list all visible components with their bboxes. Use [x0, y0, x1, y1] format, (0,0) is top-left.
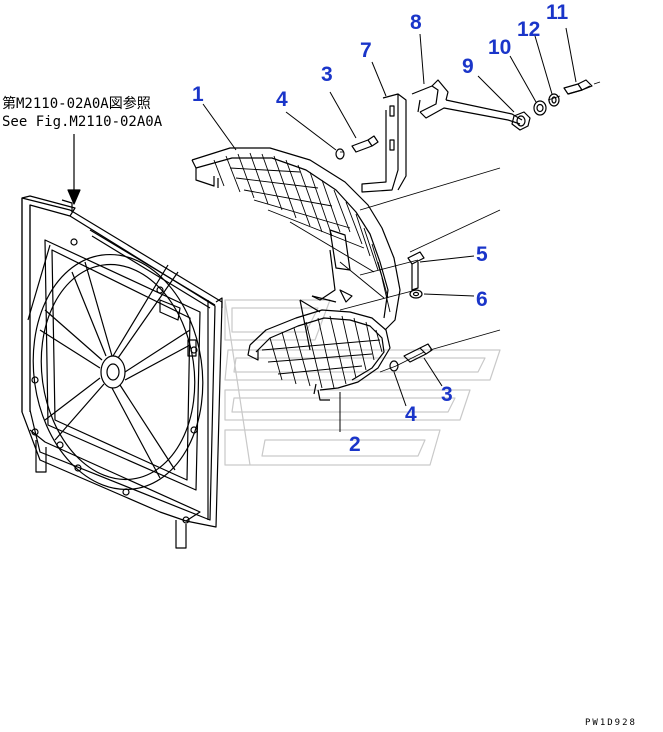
callout-12: 12: [517, 18, 541, 41]
reference-arrow: [67, 134, 81, 205]
spacer-9: [511, 111, 531, 131]
washer-4-lower: [389, 360, 399, 372]
bracket-8: [411, 79, 523, 125]
fan-guard-lower: [247, 299, 391, 401]
callout-8: 8: [410, 11, 422, 34]
callout-6: 6: [476, 288, 488, 311]
leader-lines: [202, 27, 577, 432]
bolt-3-upper: [351, 135, 379, 153]
radiator-shroud: [21, 195, 223, 549]
bolt-3-lower: [403, 343, 433, 363]
callout-10: 10: [488, 36, 512, 59]
callout-9: 9: [462, 55, 474, 78]
reference-note-en: See Fig.M2110-02A0A: [2, 114, 163, 130]
callout-3-lower: 3: [441, 383, 453, 406]
nut-10: [533, 100, 547, 116]
drawing-code: PW1D928: [585, 718, 637, 728]
washer-12: [548, 93, 560, 107]
callout-7: 7: [360, 39, 372, 62]
reference-note-jp: 第M2110-02A0A図参照: [2, 96, 151, 112]
fan-guard-upper: [191, 147, 401, 331]
bolt-11: [563, 79, 593, 95]
callout-3-upper: 3: [321, 63, 333, 86]
callout-2: 2: [349, 433, 361, 456]
watermark-logo: [224, 299, 501, 466]
bracket-7: [361, 93, 407, 193]
callout-4-upper: 4: [276, 88, 288, 111]
assembly-lines: [339, 81, 601, 373]
callout-4-lower: 4: [405, 403, 417, 426]
callout-11: 11: [546, 1, 569, 24]
callout-5: 5: [476, 243, 488, 266]
washer-4-upper: [335, 148, 345, 160]
callout-1: 1: [192, 83, 204, 106]
bolt-5: [407, 251, 425, 291]
